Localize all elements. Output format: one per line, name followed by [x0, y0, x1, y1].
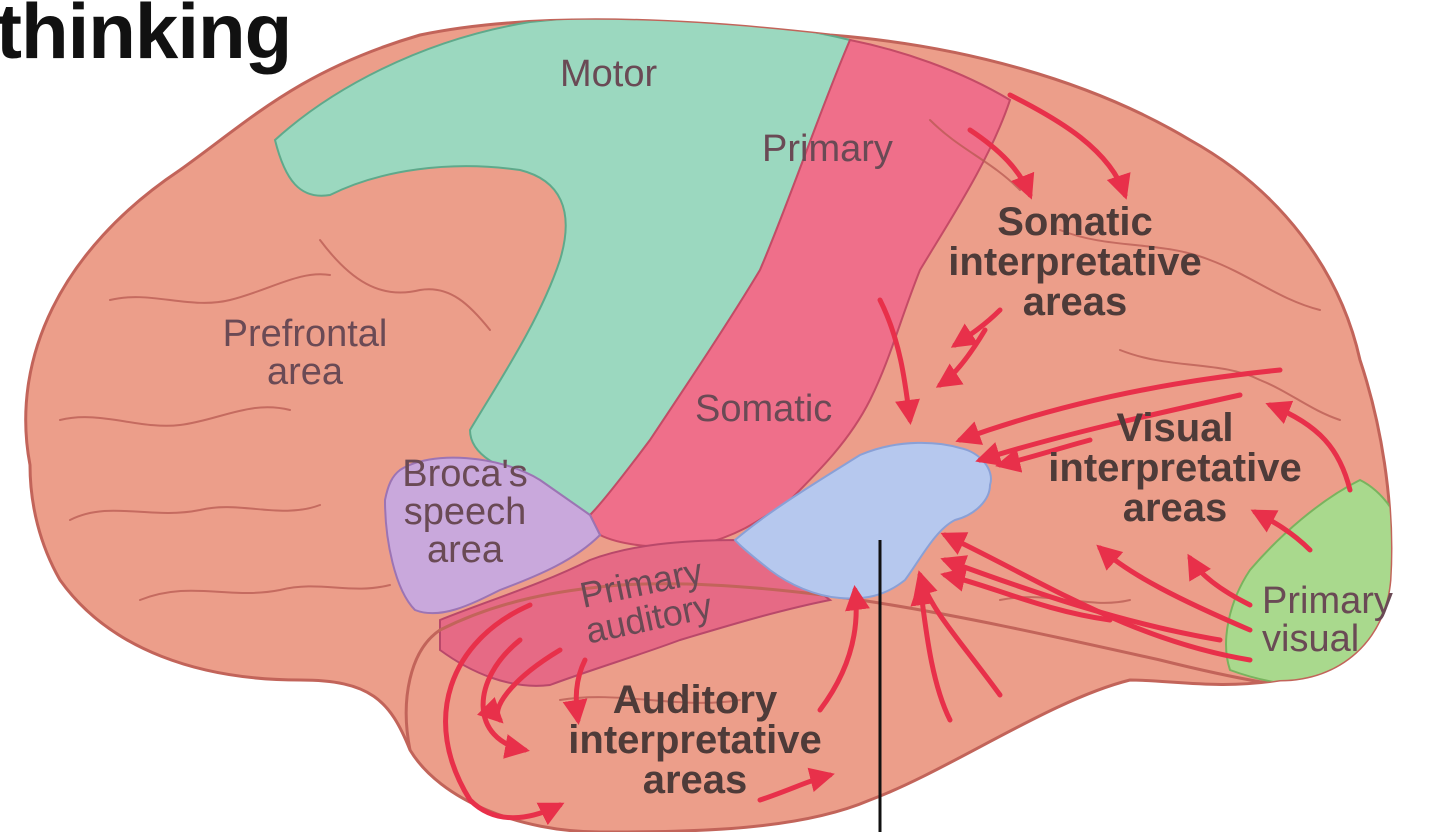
motor-label: Motor	[560, 55, 657, 93]
visual-interpretative-label: Visual interpretative areas	[1015, 408, 1335, 528]
primary-somatic-top-label: Primary	[762, 130, 893, 168]
primary-visual-label: Primary visual	[1262, 582, 1437, 658]
brocas-area-label: Broca's speech area	[375, 455, 555, 569]
prefrontal-label: Prefrontal area	[190, 315, 420, 391]
auditory-interpretative-label: Auditory interpretative areas	[530, 680, 860, 800]
somatic-interpretative-label: Somatic interpretative areas	[915, 202, 1235, 322]
primary-somatic-bottom-label: Somatic	[695, 390, 832, 428]
